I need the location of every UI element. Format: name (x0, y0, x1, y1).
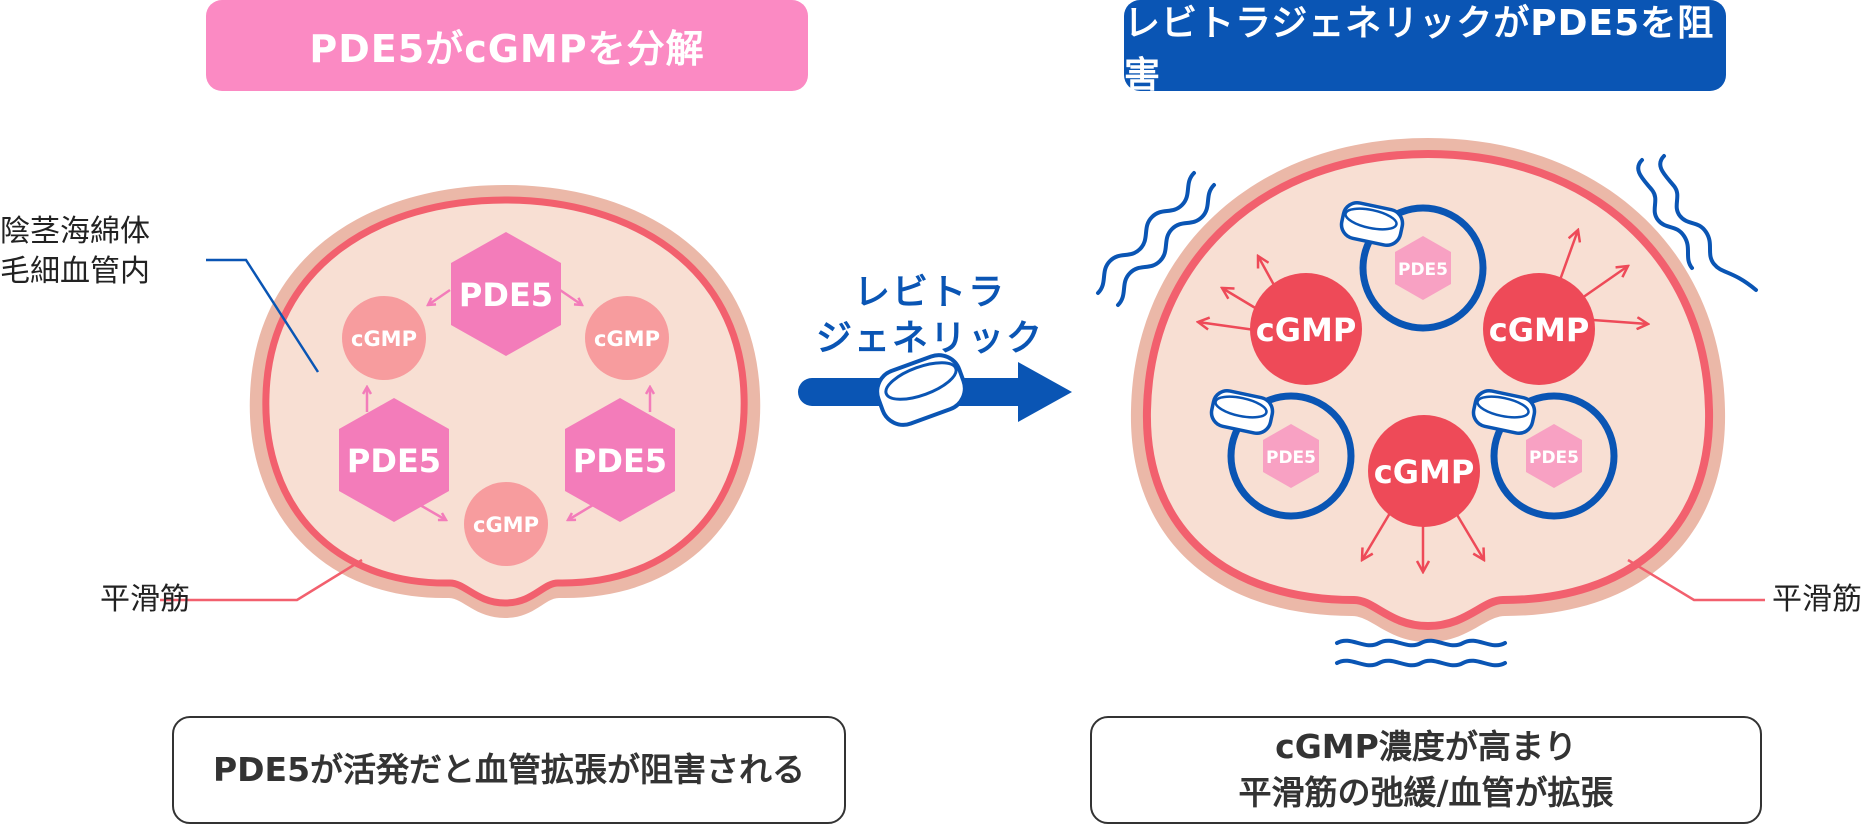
right-panel-title: レビトラジェネリックがPDE5を阻害 (1124, 0, 1726, 96)
svg-text:PDE5: PDE5 (573, 442, 667, 480)
svg-text:PDE5: PDE5 (459, 276, 553, 314)
right-caption-line2: 平滑筋の弛緩/血管が拡張 (1238, 773, 1614, 812)
right-inhibited-pde5-2: PDE5 (1209, 389, 1355, 520)
left-cgmp-1: cGMP (342, 296, 426, 380)
right-inhibited-pde5-1: PDE5 (1339, 201, 1487, 332)
svg-text:PDE5: PDE5 (347, 442, 441, 480)
right-inhibited-pde5-3: PDE5 (1471, 389, 1618, 520)
right-cgmp-1: cGMP (1250, 273, 1362, 385)
left-cgmp-3: cGMP (464, 482, 548, 566)
muscle-pointer-right (1627, 558, 1765, 602)
tablet-icon (875, 353, 967, 427)
vessel-label-line1: 陰茎海綿体 (0, 214, 150, 249)
vessel-label-line2: 毛細血管内 (0, 254, 150, 289)
svg-text:cGMP: cGMP (473, 513, 539, 537)
svg-text:cGMP: cGMP (1489, 311, 1590, 349)
drug-label-line1: レビトラ (853, 272, 1006, 313)
vessel-label-pointer (206, 258, 320, 373)
svg-text:cGMP: cGMP (1256, 311, 1357, 349)
vessel-label: 陰茎海綿体 毛細血管内 (0, 212, 150, 292)
right-cgmp-3: cGMP (1368, 415, 1480, 527)
right-caption-line1: cGMP濃度が高まり (1275, 727, 1577, 766)
svg-text:PDE5: PDE5 (1529, 448, 1579, 468)
right-cgmp-2: cGMP (1483, 273, 1595, 385)
vibration-waves (1096, 154, 1758, 668)
left-pde5-1: PDE5 (451, 232, 561, 356)
left-panel-title: PDE5がcGMPを分解 (206, 0, 808, 91)
drug-label: レビトラ ジェネリック (790, 270, 1070, 362)
muscle-pointer-left (160, 558, 363, 602)
right-caption: cGMP濃度が高まり 平滑筋の弛緩/血管が拡張 (1090, 716, 1762, 824)
drug-label-line2: ジェネリック (815, 318, 1044, 359)
left-pde5-2: PDE5 (339, 398, 449, 522)
svg-text:cGMP: cGMP (351, 327, 417, 351)
svg-text:PDE5: PDE5 (1266, 448, 1316, 468)
right-vessel (1130, 138, 1726, 642)
left-cgmp-2: cGMP (585, 296, 669, 380)
left-pde5-arrows (367, 288, 650, 520)
muscle-label-left: 平滑筋 (100, 582, 190, 617)
left-pde5-3: PDE5 (565, 398, 675, 522)
svg-text:PDE5: PDE5 (1398, 260, 1448, 280)
svg-text:cGMP: cGMP (594, 327, 660, 351)
svg-text:cGMP: cGMP (1374, 453, 1475, 491)
left-caption: PDE5が活発だと血管拡張が阻害される (172, 716, 846, 824)
muscle-label-right: 平滑筋 (1772, 582, 1862, 617)
